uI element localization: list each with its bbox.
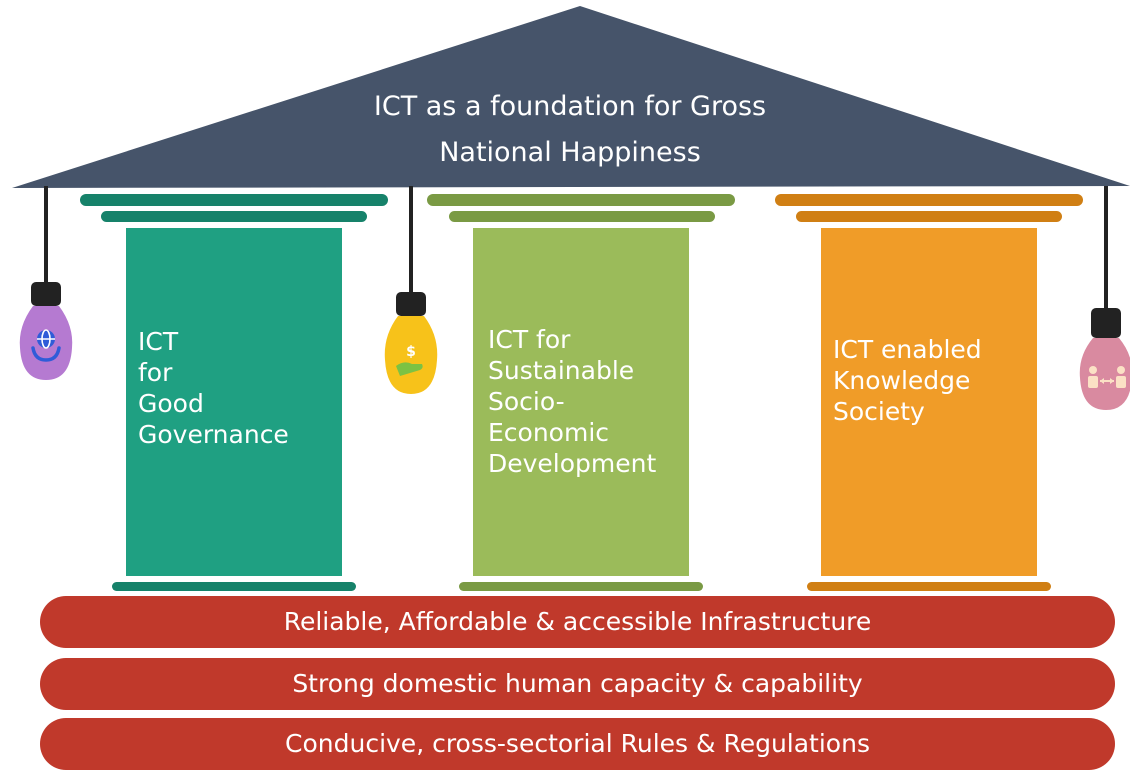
foundation-band-rules-regulations: Conducive, cross-sectorial Rules & Regul… [40, 718, 1115, 770]
pillar-label-line: Sustainable [488, 356, 635, 385]
roof-title-line: ICT as a foundation for Gross [373, 91, 767, 122]
pillar-capital-bottom [449, 211, 715, 222]
bulb-socket [31, 282, 61, 306]
pillar-good-governance [80, 194, 388, 591]
pillar-label-line: Knowledge [833, 366, 971, 395]
bulb-socket [1091, 308, 1121, 338]
pillar-capital-top [427, 194, 735, 206]
bulb-glass [384, 316, 438, 394]
roof [12, 6, 1130, 188]
pillar-label-line: ICT [138, 327, 179, 356]
pillar-label-knowledge-society: ICT enabled Knowledge Society [833, 334, 1033, 427]
pillar-label-line: Development [488, 449, 657, 478]
lightbulb-right [1079, 308, 1130, 410]
pillar-knowledge-society [775, 194, 1083, 591]
lamp-cord-right [1104, 186, 1108, 310]
pillar-capital-bottom [101, 211, 367, 222]
dollar-in-hand-icon: $ [396, 344, 423, 376]
pillar-shaft [821, 228, 1037, 576]
pillar-capital-top [775, 194, 1083, 206]
pillar-label-line: Governance [138, 420, 289, 449]
svg-text:$: $ [406, 344, 416, 360]
pillar-label-line: Economic [488, 418, 610, 447]
roof-title: ICT as a foundation for Gross National H… [330, 84, 810, 176]
pillar-base [112, 582, 356, 591]
pillar-label-line: Society [833, 397, 925, 426]
pillar-shaft [126, 228, 342, 576]
pillar-label-line: Socio- [488, 387, 565, 416]
pillar-capital-bottom [796, 211, 1062, 222]
bulb-glass [1079, 338, 1130, 410]
pillar-base [459, 582, 703, 591]
pillar-base [807, 582, 1051, 591]
pillar-label-socio-economic: ICT for Sustainable Socio- Economic Deve… [488, 324, 688, 479]
people-exchange-icon [1088, 366, 1126, 388]
foundation-band-infrastructure: Reliable, Affordable & accessible Infras… [40, 596, 1115, 648]
pillar-capital-top [80, 194, 388, 206]
foundation-band-human-capacity: Strong domestic human capacity & capabil… [40, 658, 1115, 710]
lightbulb-center: $ [384, 292, 438, 394]
pillar-label-good-governance: ICT for Good Governance [138, 326, 338, 450]
globe-in-hands-icon [31, 329, 61, 362]
pillar-shaft [473, 228, 689, 576]
lightbulb-left [19, 282, 73, 380]
lamp-cord-left [44, 186, 48, 284]
pillar-label-line: for [138, 358, 173, 387]
pillar-label-line: ICT enabled [833, 335, 982, 364]
lamp-cord-center [409, 186, 413, 294]
roof-title-line: National Happiness [439, 137, 701, 168]
bulb-socket [396, 292, 426, 316]
pillar-socio-economic [427, 194, 735, 591]
pillar-label-line: ICT for [488, 325, 571, 354]
pillar-label-line: Good [138, 389, 204, 418]
